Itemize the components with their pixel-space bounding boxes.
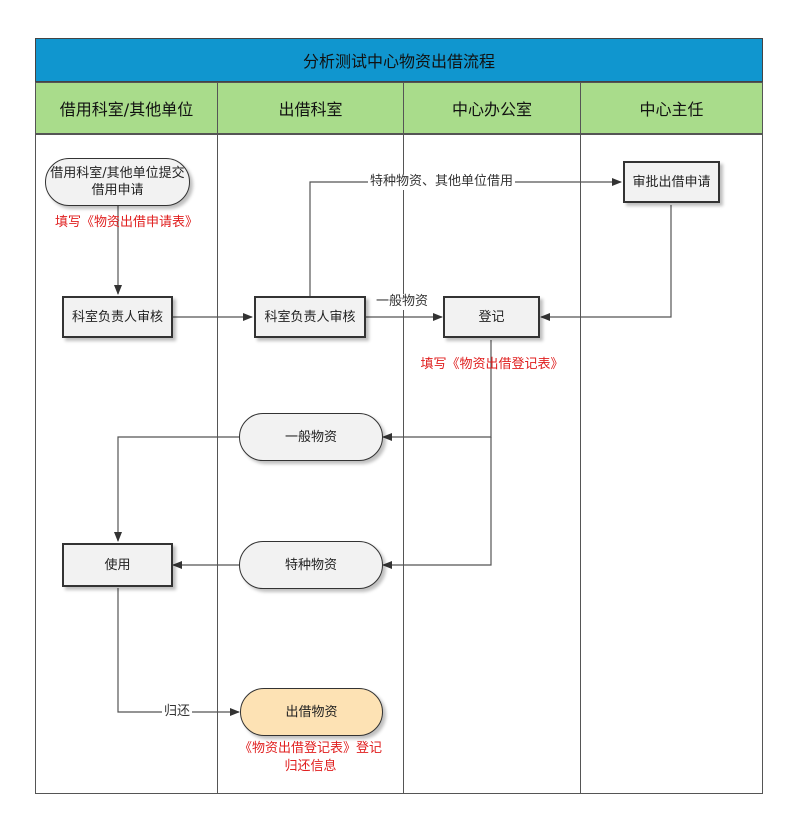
edge-label-special-other: 特种物资、其他单位借用 xyxy=(368,174,516,190)
node-register: 登记 xyxy=(443,296,540,338)
edge-label-general: 一般物资 xyxy=(374,294,431,310)
note-fill-application-form: 填写《物资出借申请表》 xyxy=(54,215,198,230)
lane-header-borrower: 借用科室/其他单位 xyxy=(35,82,218,134)
node-director-approve: 审批出借申请 xyxy=(623,161,720,203)
lane-header-lender: 出借科室 xyxy=(217,82,404,134)
flowchart-title: 分析测试中心物资出借流程 xyxy=(35,38,763,82)
note-register-return-line1: 《物资出借登记表》登记 xyxy=(238,741,382,756)
node-lend-goods: 出借物资 xyxy=(240,688,383,736)
lane-header-director: 中心主任 xyxy=(580,82,763,134)
node-general-goods: 一般物资 xyxy=(239,413,383,461)
lane-borrower xyxy=(35,134,218,794)
node-borrower-dept-review: 科室负责人审核 xyxy=(62,296,173,338)
node-submit-application: 借用科室/其他单位提交借用申请 xyxy=(45,158,190,206)
lane-office xyxy=(403,134,581,794)
note-fill-register-form: 填写《物资出借登记表》 xyxy=(420,357,564,372)
note-register-return: 《物资出借登记表》登记 归还信息 xyxy=(217,740,404,776)
node-use: 使用 xyxy=(62,543,173,587)
lane-header-office: 中心办公室 xyxy=(403,82,581,134)
node-special-goods: 特种物资 xyxy=(239,541,383,589)
lane-director xyxy=(580,134,763,794)
note-register-return-line2: 归还信息 xyxy=(284,759,337,774)
node-lender-dept-review: 科室负责人审核 xyxy=(254,296,366,338)
edge-label-return: 归还 xyxy=(162,704,193,720)
